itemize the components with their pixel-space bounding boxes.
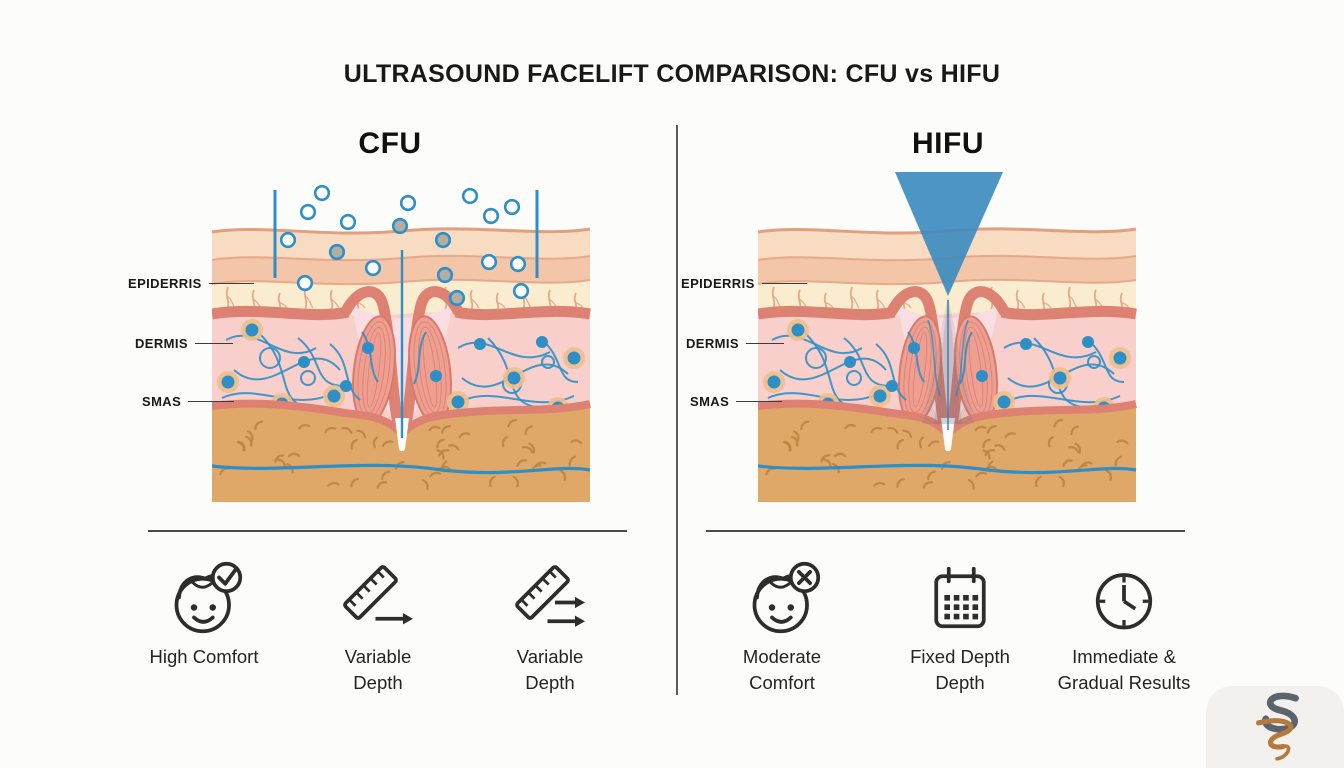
cfu-smas-label: SMAS — [142, 394, 235, 409]
layer-label-text: EPIDERRIS — [128, 276, 202, 291]
hifu-section-divider-line — [706, 530, 1185, 532]
cfu-heading: CFU — [358, 127, 422, 160]
label-line — [208, 282, 254, 285]
brand-logo-icon — [1256, 692, 1299, 761]
center-divider-line — [676, 125, 678, 695]
feature-fixed-depth: Fixed Depth Depth — [875, 560, 1045, 696]
feature-label: Fixed Depth Depth — [910, 646, 1010, 693]
layer-label-text: SMAS — [690, 394, 730, 409]
label-line — [761, 282, 807, 285]
feature-variable-depth-2: Variable Depth — [465, 560, 635, 696]
face-check-icon — [174, 561, 243, 634]
feature-label: High Comfort — [149, 646, 259, 667]
feature-label: Variable Depth — [516, 646, 584, 693]
page-title: ULTRASOUND FACELIFT COMPARISON: CFU vs H… — [343, 60, 1001, 88]
watermark-box — [1206, 686, 1344, 768]
feature-label: Moderate Comfort — [742, 646, 822, 693]
layer-label-text: DERMIS — [135, 336, 188, 351]
cfu-skin-diagram — [212, 184, 591, 502]
ruler-double-arrow-icon — [515, 565, 585, 627]
feature-moderate-comfort: Moderate Comfort — [697, 560, 867, 696]
feature-high-comfort: High Comfort — [119, 560, 289, 670]
hifu-heading: HIFU — [912, 127, 984, 160]
feature-variable-depth-1: Variable Depth — [293, 560, 463, 696]
layer-label-text: SMAS — [142, 394, 182, 409]
hifu-dermis-label: DERMIS — [686, 336, 784, 351]
cfu-section-divider-line — [148, 530, 627, 532]
feature-immediate-gradual-results: Immediate & Gradual Results — [1039, 560, 1209, 696]
calendar-icon — [934, 566, 986, 629]
layer-label-text: DERMIS — [686, 336, 739, 351]
ruler-arrow-icon — [343, 565, 413, 625]
face-x-icon — [752, 561, 821, 634]
feature-label: Variable Depth — [344, 646, 412, 693]
label-line — [194, 342, 233, 345]
label-line — [736, 400, 783, 403]
feature-label: Immediate & Gradual Results — [1057, 646, 1191, 693]
label-line — [188, 400, 235, 403]
hifu-skin-diagram — [758, 172, 1137, 502]
cfu-dermis-label: DERMIS — [135, 336, 233, 351]
hifu-smas-label: SMAS — [690, 394, 783, 409]
clock-icon — [1095, 573, 1153, 630]
label-line — [745, 342, 784, 345]
cfu-epidermis-label: EPIDERRIS — [128, 276, 254, 291]
layer-label-text: EPIDERRIS — [681, 276, 755, 291]
hifu-epidermis-label: EPIDERRIS — [681, 276, 807, 291]
